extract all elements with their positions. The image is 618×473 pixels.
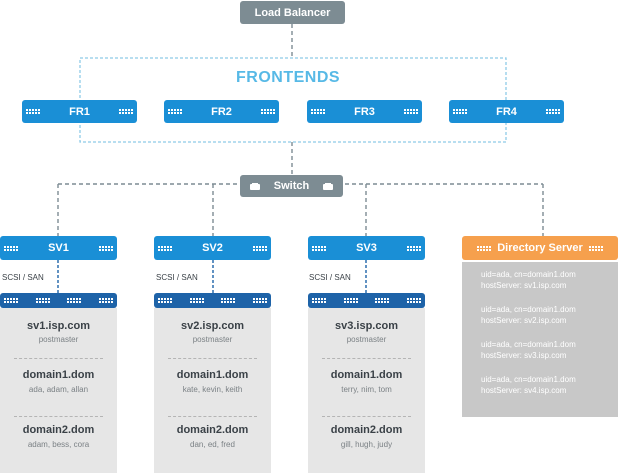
port-grid-icon <box>312 298 326 303</box>
server-hostname: sv3.isp.com <box>335 320 398 332</box>
domain-name: domain2.dom <box>22 424 95 436</box>
section-divider <box>168 358 257 359</box>
scsi-san-label: SCSI / SAN <box>2 273 44 282</box>
section-divider <box>322 416 411 417</box>
scsi-san-label: SCSI / SAN <box>156 273 198 282</box>
host-user: postmaster <box>192 335 233 344</box>
directory-entry: uid=ada, cn=domain1.dom hostServer: sv1.… <box>481 269 618 291</box>
port-grid-icon <box>168 109 182 114</box>
directory-server-node[interactable]: Directory Server <box>462 236 618 260</box>
port-grid-icon <box>546 109 560 114</box>
domain-users: kate, kevin, keith <box>182 385 243 394</box>
port-grid-icon <box>35 298 50 303</box>
server-label: SV3 <box>356 242 377 254</box>
port-grid-icon <box>588 245 603 251</box>
port-grid-icon <box>404 109 418 114</box>
entry-host: hostServer: sv1.isp.com <box>481 281 567 290</box>
port-grid-icon <box>312 245 326 251</box>
port-grid-icon <box>98 245 113 251</box>
port-grid-icon <box>4 298 18 303</box>
frontend-node-fr1[interactable]: FR1 <box>22 100 137 123</box>
switch-icon <box>250 182 260 190</box>
frontend-node-fr3[interactable]: FR3 <box>307 100 422 123</box>
directory-panel: uid=ada, cn=domain1.dom hostServer: sv1.… <box>462 262 618 417</box>
entry-uid: uid=ada, cn=domain1.dom <box>481 270 576 279</box>
directory-entry: uid=ada, cn=domain1.dom hostServer: sv4.… <box>481 374 618 396</box>
port-grid-icon <box>261 109 275 114</box>
server-label: SV1 <box>48 242 69 254</box>
port-grid-icon <box>98 298 113 303</box>
server-panel-sv3: sv3.isp.com postmaster domain1.dom terry… <box>308 308 425 473</box>
section-divider <box>14 416 103 417</box>
server-node-sv3[interactable]: SV3 <box>308 236 425 260</box>
storage-node-sv3[interactable] <box>308 293 425 308</box>
port-grid-icon <box>252 245 267 251</box>
port-grid-icon <box>4 245 18 251</box>
directory-entry: uid=ada, cn=domain1.dom hostServer: sv2.… <box>481 304 618 326</box>
port-grid-icon <box>406 298 421 303</box>
load-balancer-label: Load Balancer <box>254 6 331 19</box>
directory-server-label: Directory Server <box>497 242 583 254</box>
domain-users: gill, hugh, judy <box>340 440 393 449</box>
server-panel-sv2: sv2.isp.com postmaster domain1.dom kate,… <box>154 308 271 473</box>
host-user: postmaster <box>346 335 387 344</box>
domain-name: domain1.dom <box>330 369 403 381</box>
entry-uid: uid=ada, cn=domain1.dom <box>481 340 576 349</box>
scsi-san-label: SCSI / SAN <box>309 273 351 282</box>
frontend-label: FR2 <box>211 105 232 118</box>
entry-uid: uid=ada, cn=domain1.dom <box>481 375 576 384</box>
frontend-label: FR3 <box>354 105 375 118</box>
switch-node[interactable]: Switch <box>240 175 343 197</box>
port-grid-icon <box>252 298 267 303</box>
load-balancer-node[interactable]: Load Balancer <box>240 1 345 24</box>
section-divider <box>168 416 257 417</box>
domain-name: domain1.dom <box>176 369 249 381</box>
domain-users: adam, bess, cora <box>27 440 90 449</box>
port-grid-icon <box>119 109 133 114</box>
domain-name: domain2.dom <box>176 424 249 436</box>
entry-uid: uid=ada, cn=domain1.dom <box>481 305 576 314</box>
port-grid-icon <box>158 245 172 251</box>
port-grid-icon <box>453 109 467 114</box>
storage-node-sv2[interactable] <box>154 293 271 308</box>
host-user: postmaster <box>38 335 79 344</box>
port-grid-icon <box>189 298 204 303</box>
section-divider <box>14 358 103 359</box>
port-grid-icon <box>26 109 40 114</box>
storage-node-sv1[interactable] <box>0 293 117 308</box>
switch-icon <box>322 182 333 190</box>
port-grid-icon <box>343 298 358 303</box>
section-divider <box>322 358 411 359</box>
entry-host: hostServer: sv2.isp.com <box>481 316 567 325</box>
domain-name: domain2.dom <box>330 424 403 436</box>
entry-host: hostServer: sv4.isp.com <box>481 386 567 395</box>
domain-users: ada, adam, allan <box>28 385 89 394</box>
domain-name: domain1.dom <box>22 369 95 381</box>
server-node-sv2[interactable]: SV2 <box>154 236 271 260</box>
port-grid-icon <box>406 245 421 251</box>
frontend-node-fr2[interactable]: FR2 <box>164 100 279 123</box>
port-grid-icon <box>477 245 492 251</box>
server-panel-sv1: sv1.isp.com postmaster domain1.dom ada, … <box>0 308 117 473</box>
frontend-node-fr4[interactable]: FR4 <box>449 100 564 123</box>
frontends-title: FRONTENDS <box>236 69 341 86</box>
server-node-sv1[interactable]: SV1 <box>0 236 117 260</box>
frontend-label: FR4 <box>496 105 517 118</box>
port-grid-icon <box>158 298 172 303</box>
domain-users: terry, nim, tom <box>341 385 392 394</box>
server-hostname: sv2.isp.com <box>181 320 244 332</box>
server-label: SV2 <box>202 242 223 254</box>
server-hostname: sv1.isp.com <box>27 320 90 332</box>
domain-users: dan, ed, fred <box>190 440 235 449</box>
port-grid-icon <box>221 298 236 303</box>
port-grid-icon <box>67 298 82 303</box>
frontend-label: FR1 <box>69 105 90 118</box>
entry-host: hostServer: sv3.isp.com <box>481 351 567 360</box>
directory-entry: uid=ada, cn=domain1.dom hostServer: sv3.… <box>481 339 618 361</box>
switch-label: Switch <box>273 180 310 192</box>
port-grid-icon <box>375 298 390 303</box>
port-grid-icon <box>311 109 325 114</box>
